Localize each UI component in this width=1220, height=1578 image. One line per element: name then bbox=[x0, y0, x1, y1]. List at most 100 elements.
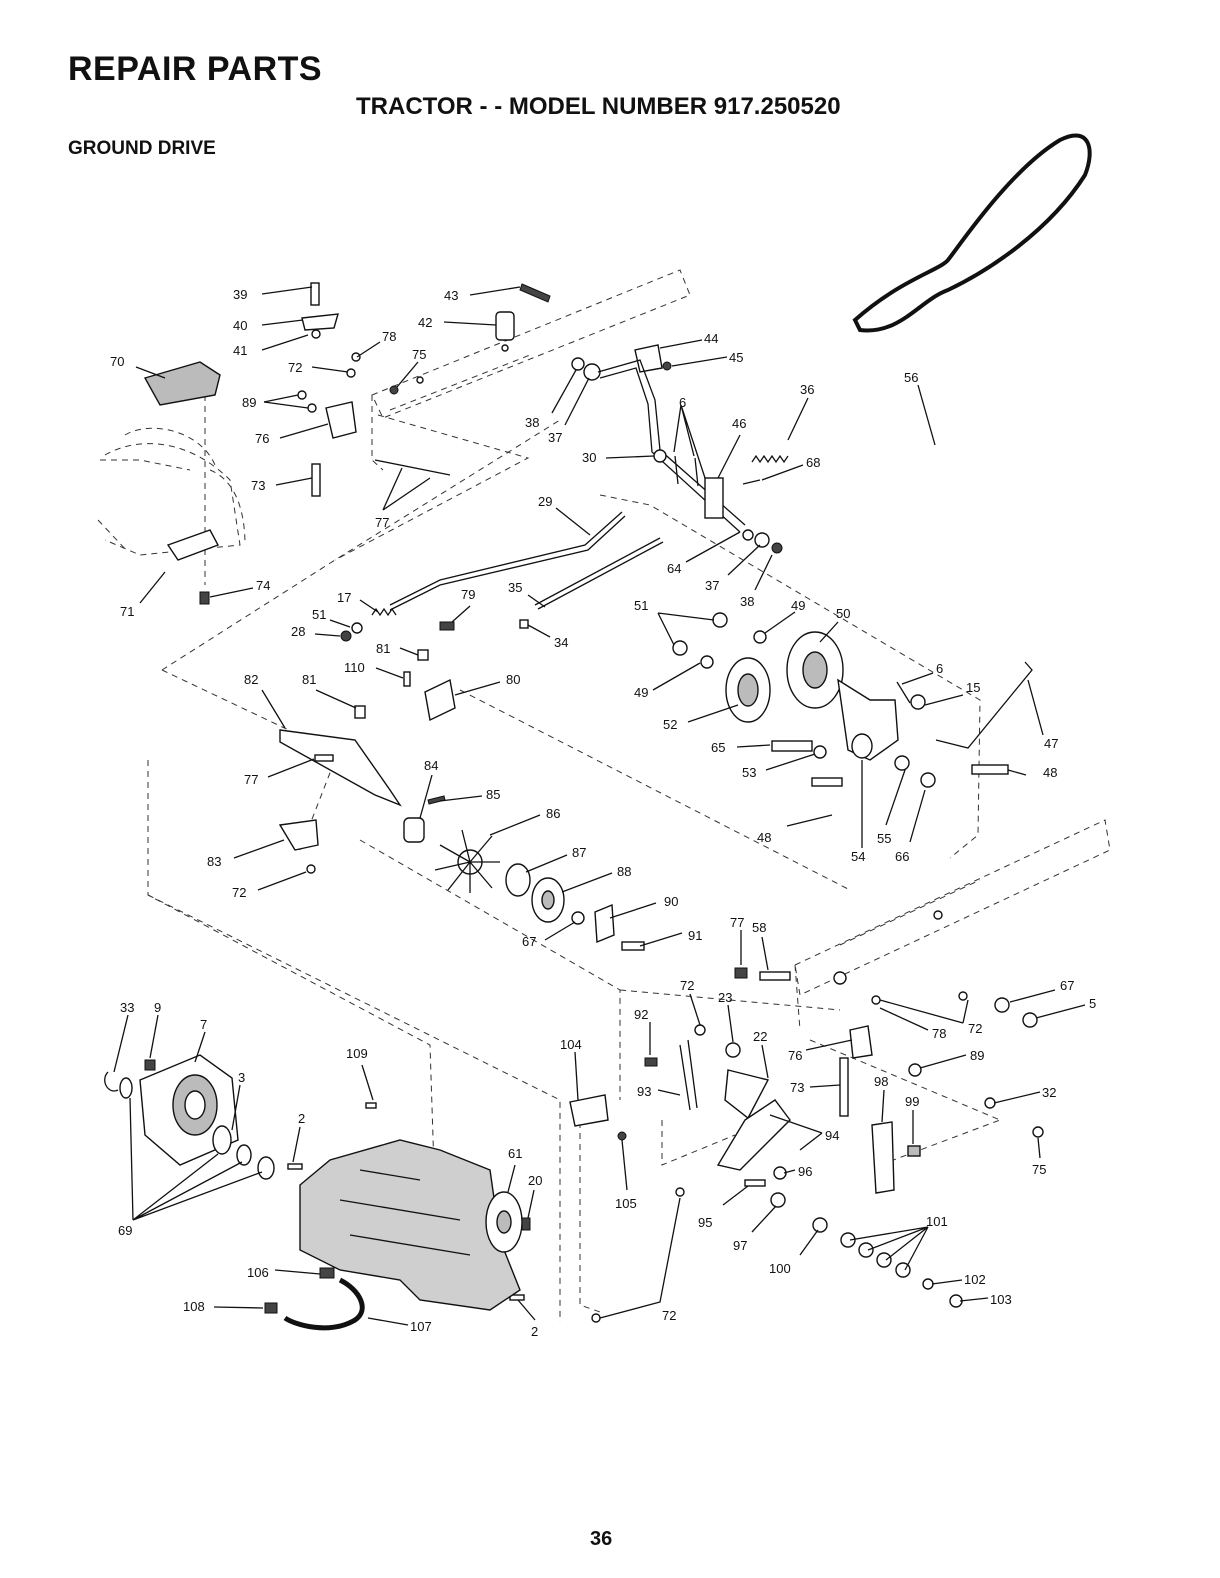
callout-30: 30 bbox=[582, 450, 596, 465]
callout-81: 81 bbox=[302, 672, 316, 687]
callout-69: 69 bbox=[118, 1223, 132, 1238]
callout-46: 46 bbox=[732, 416, 746, 431]
callout-29: 29 bbox=[538, 494, 552, 509]
callout-105: 105 bbox=[615, 1196, 637, 1211]
callout-64: 64 bbox=[667, 561, 681, 576]
callout-71: 71 bbox=[120, 604, 134, 619]
callout-41: 41 bbox=[233, 343, 247, 358]
callout-7: 7 bbox=[200, 1017, 207, 1032]
callout-72: 72 bbox=[662, 1308, 676, 1323]
callout-100: 100 bbox=[769, 1261, 791, 1276]
fender-sketch bbox=[104, 427, 246, 556]
callout-66: 66 bbox=[895, 849, 909, 864]
assembly-outlines bbox=[97, 395, 1001, 1322]
callout-90: 90 bbox=[664, 894, 678, 909]
callout-95: 95 bbox=[698, 1215, 712, 1230]
callout-51: 51 bbox=[634, 598, 648, 613]
callout-81: 81 bbox=[376, 641, 390, 656]
callout-22: 22 bbox=[753, 1029, 767, 1044]
callout-15: 15 bbox=[966, 680, 980, 695]
callout-67: 67 bbox=[1060, 978, 1074, 993]
callout-80: 80 bbox=[506, 672, 520, 687]
callout-99: 99 bbox=[905, 1094, 919, 1109]
callout-6: 6 bbox=[679, 395, 686, 410]
callout-72: 72 bbox=[968, 1021, 982, 1036]
callout-53: 53 bbox=[742, 765, 756, 780]
callout-107: 107 bbox=[410, 1319, 432, 1334]
callout-97: 97 bbox=[733, 1238, 747, 1253]
callout-91: 91 bbox=[688, 928, 702, 943]
callout-3: 3 bbox=[238, 1070, 245, 1085]
callout-58: 58 bbox=[752, 920, 766, 935]
callout-77: 77 bbox=[375, 515, 389, 530]
callout-23: 23 bbox=[718, 990, 732, 1005]
callout-98: 98 bbox=[874, 1074, 888, 1089]
callout-86: 86 bbox=[546, 806, 560, 821]
callout-33: 33 bbox=[120, 1000, 134, 1015]
callout-52: 52 bbox=[663, 717, 677, 732]
callout-67: 67 bbox=[522, 934, 536, 949]
callout-76: 76 bbox=[788, 1048, 802, 1063]
lower-frame-rail bbox=[794, 819, 1111, 1031]
callout-49: 49 bbox=[791, 598, 805, 613]
callout-88: 88 bbox=[617, 864, 631, 879]
callout-20: 20 bbox=[528, 1173, 542, 1188]
callout-79: 79 bbox=[461, 587, 475, 602]
callout-72: 72 bbox=[680, 978, 694, 993]
callout-9: 9 bbox=[154, 1000, 161, 1015]
callout-75: 75 bbox=[1032, 1162, 1046, 1177]
callout-77: 77 bbox=[244, 772, 258, 787]
leader-lines bbox=[113, 286, 1086, 1326]
callout-78: 78 bbox=[382, 329, 396, 344]
callout-39: 39 bbox=[233, 287, 247, 302]
callout-47: 47 bbox=[1044, 736, 1058, 751]
callout-101: 101 bbox=[926, 1214, 948, 1229]
callout-84: 84 bbox=[424, 758, 438, 773]
callout-54: 54 bbox=[851, 849, 865, 864]
callout-42: 42 bbox=[418, 315, 432, 330]
page-number: 36 bbox=[590, 1528, 613, 1550]
callout-65: 65 bbox=[711, 740, 725, 755]
callout-74: 74 bbox=[256, 578, 270, 593]
callout-87: 87 bbox=[572, 845, 586, 860]
callout-35: 35 bbox=[508, 580, 522, 595]
callout-83: 83 bbox=[207, 854, 221, 869]
model-subtitle: TRACTOR - - MODEL NUMBER 917.250520 bbox=[356, 93, 841, 120]
callout-70: 70 bbox=[110, 354, 124, 369]
part-drawings bbox=[104, 133, 1092, 1331]
page-title: REPAIR PARTS bbox=[68, 50, 323, 88]
callout-102: 102 bbox=[964, 1272, 986, 1287]
callout-75: 75 bbox=[412, 347, 426, 362]
callout-28: 28 bbox=[291, 624, 305, 639]
callout-92: 92 bbox=[634, 1007, 648, 1022]
callout-5: 5 bbox=[1089, 996, 1096, 1011]
callout-108: 108 bbox=[183, 1299, 205, 1314]
callout-96: 96 bbox=[798, 1164, 812, 1179]
callout-37: 37 bbox=[548, 430, 562, 445]
callout-37: 37 bbox=[705, 578, 719, 593]
callout-61: 61 bbox=[508, 1146, 522, 1161]
callout-50: 50 bbox=[836, 606, 850, 621]
callout-68: 68 bbox=[806, 455, 820, 470]
callout-40: 40 bbox=[233, 318, 247, 333]
callout-56: 56 bbox=[904, 370, 918, 385]
callout-36: 36 bbox=[800, 382, 814, 397]
callout-49: 49 bbox=[634, 685, 648, 700]
callout-76: 76 bbox=[255, 431, 269, 446]
callout-89: 89 bbox=[242, 395, 256, 410]
callout-104: 104 bbox=[560, 1037, 582, 1052]
callout-32: 32 bbox=[1042, 1085, 1056, 1100]
callout-45: 45 bbox=[729, 350, 743, 365]
callout-106: 106 bbox=[247, 1265, 269, 1280]
callout-89: 89 bbox=[970, 1048, 984, 1063]
callout-34: 34 bbox=[554, 635, 568, 650]
callout-44: 44 bbox=[704, 331, 718, 346]
callout-38: 38 bbox=[525, 415, 539, 430]
callout-48: 48 bbox=[757, 830, 771, 845]
callout-72: 72 bbox=[288, 360, 302, 375]
callout-labels: 39 40 41 43 42 78 72 75 70 89 76 73 77 4… bbox=[110, 287, 1096, 1339]
callout-73: 73 bbox=[790, 1080, 804, 1095]
callout-38: 38 bbox=[740, 594, 754, 609]
callout-2: 2 bbox=[531, 1324, 538, 1339]
